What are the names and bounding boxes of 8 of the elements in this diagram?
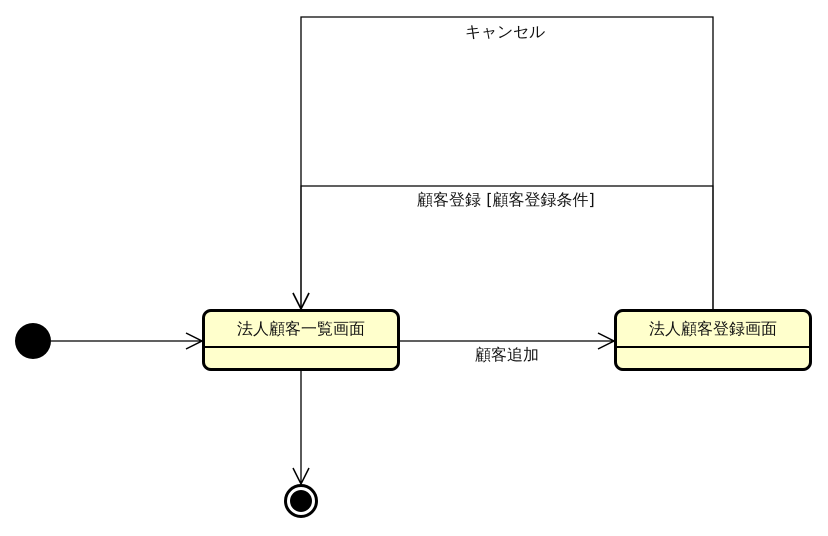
transition-arrow: [292, 185, 714, 310]
initial-state: [15, 323, 51, 359]
state-box: 法人顧客一覧画面: [202, 309, 400, 371]
transition-arrow: [292, 371, 310, 485]
transition-arrow: [400, 332, 615, 350]
state-box: 法人顧客登録画面: [614, 309, 812, 371]
transition-arrow: [51, 332, 203, 350]
final-state: [284, 484, 318, 518]
